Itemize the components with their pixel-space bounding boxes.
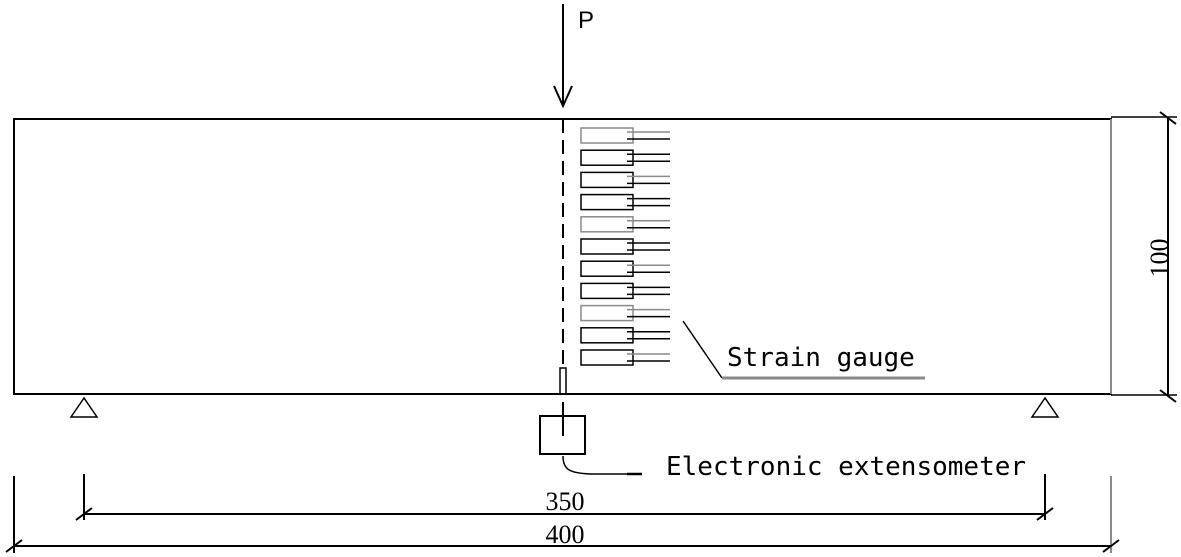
strain-gauge [580, 149, 670, 166]
strain-gauge-leader [682, 320, 925, 380]
load-label: P [578, 7, 594, 34]
extensometer-label: Electronic extensometer [666, 452, 1026, 482]
strain-gauge [580, 282, 670, 300]
strain-gauge [580, 127, 670, 144]
strain-gauge-array [580, 127, 670, 366]
extensometer [539, 402, 642, 476]
strain-gauge [580, 349, 670, 366]
strain-gauge [580, 193, 670, 211]
load-arrow [553, 4, 573, 109]
right-support [1030, 396, 1060, 418]
span-dimension-label: 350 [546, 487, 585, 516]
strain-gauge-label: Strain gauge [727, 343, 915, 373]
strain-gauge [580, 238, 670, 255]
length-dimension [5, 476, 1120, 553]
strain-gauge [580, 260, 670, 277]
length-dimension-label: 400 [546, 520, 585, 549]
left-support [69, 396, 99, 418]
height-dimension-label: 100 [1145, 239, 1174, 278]
strain-gauge [580, 216, 670, 233]
span-dimension [75, 474, 1054, 521]
strain-gauge [580, 171, 670, 189]
height-dimension [1111, 111, 1177, 403]
strain-gauge [580, 304, 670, 322]
strain-gauge [580, 327, 670, 344]
notch [559, 367, 567, 395]
